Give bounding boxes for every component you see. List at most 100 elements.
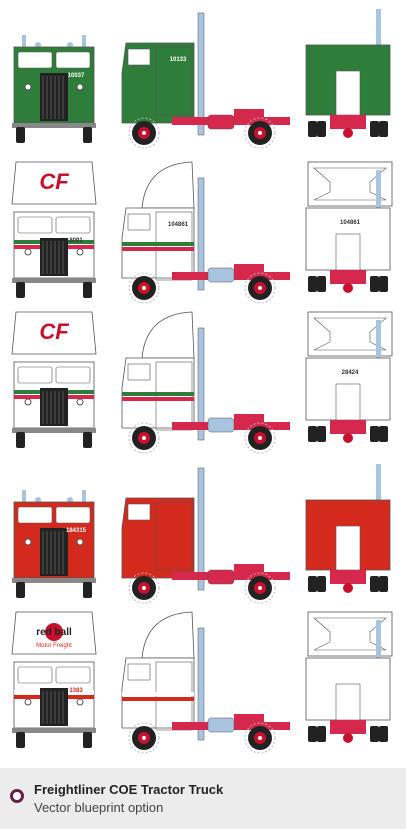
stripe-red: [122, 247, 194, 251]
grille: [40, 388, 68, 426]
bumper: [12, 278, 96, 283]
tire-front: [379, 726, 388, 742]
cab-door: [155, 46, 193, 116]
truck-row-consolidated-cab: CF 28424: [0, 310, 406, 460]
back-window: [335, 383, 361, 421]
tire-front: [308, 121, 317, 137]
side-view: 104861: [112, 160, 297, 310]
headlight-left: [24, 698, 32, 706]
wheel: [128, 422, 160, 454]
back-window: [335, 525, 361, 571]
grille: [40, 238, 68, 276]
tire-front: [83, 127, 92, 143]
front-view: CF: [4, 310, 104, 460]
horn-right: [82, 490, 86, 502]
marker-light: [35, 497, 41, 503]
back-view: [300, 5, 400, 155]
front-view: 184315: [4, 460, 104, 610]
rear-chassis: [330, 420, 366, 434]
exhaust-stack: [197, 177, 205, 291]
tire-front: [370, 121, 379, 137]
headlight-left: [24, 538, 32, 546]
back-view: 28424: [300, 310, 400, 460]
tire-front: [83, 582, 92, 598]
windshield-right: [55, 51, 91, 69]
tire-front: [379, 426, 388, 442]
tire-front: [379, 276, 388, 292]
back-window: [335, 70, 361, 116]
exhaust-stack: [197, 327, 205, 441]
tire-front: [370, 276, 379, 292]
rear-chassis: [330, 270, 366, 284]
wheel: [128, 117, 160, 149]
tire-front: [317, 276, 326, 292]
windshield-left: [17, 366, 53, 384]
truck-row-green: 10037 10133: [0, 5, 406, 155]
bumper: [12, 578, 96, 583]
unit-number-front: 10037: [68, 73, 85, 79]
fifth-wheel: [234, 264, 264, 272]
bullet-icon: [10, 789, 24, 803]
side-window: [127, 663, 151, 681]
marker-light: [35, 42, 41, 48]
marker-light: [67, 497, 73, 503]
hitch-icon: [343, 583, 353, 593]
truck-row-red-ball: 184315: [0, 460, 406, 610]
fifth-wheel: [234, 564, 264, 572]
front-view: 10037: [4, 5, 104, 155]
tire-front: [317, 426, 326, 442]
logo-cf: CF: [39, 169, 69, 194]
fuel-tank: [207, 267, 235, 283]
fuel-tank: [207, 114, 235, 130]
windshield-left: [17, 506, 53, 524]
hitch-icon: [343, 283, 353, 293]
fifth-wheel: [234, 109, 264, 117]
back-window: [335, 683, 361, 721]
side-window: [127, 363, 151, 381]
logo-text: red ball: [36, 627, 72, 638]
wheel: [244, 117, 276, 149]
stripe-green: [122, 692, 194, 696]
side-view: [112, 310, 297, 460]
wheel: [244, 722, 276, 754]
headlight-right: [76, 538, 84, 546]
tire-front: [16, 582, 25, 598]
tire-front: [16, 432, 25, 448]
tire-front: [83, 432, 92, 448]
tire-front: [379, 121, 388, 137]
roof-fairing-side: [141, 311, 195, 359]
tire-front: [16, 732, 25, 748]
headlight-right: [76, 83, 84, 91]
bumper: [12, 728, 96, 733]
caption-bar: Freightliner COE Tractor Truck Vector bl…: [0, 768, 406, 829]
tire-front: [317, 576, 326, 592]
headlight-left: [24, 248, 32, 256]
stripe-red: [122, 697, 194, 701]
tire-front: [370, 426, 379, 442]
side-window: [127, 213, 151, 231]
tire-front: [308, 726, 317, 742]
headlight-left: [24, 83, 32, 91]
roof-fairing-side: [141, 161, 195, 209]
back-view: [300, 460, 400, 610]
exhaust-stack: [197, 467, 205, 591]
side-window: [127, 503, 151, 521]
wheel: [128, 722, 160, 754]
unit-number-front: 8091: [69, 238, 83, 244]
windshield-left: [17, 216, 53, 234]
unit-number-side: 10133: [170, 57, 187, 63]
bumper: [12, 123, 96, 128]
tire-front: [16, 127, 25, 143]
fuel-tank: [207, 569, 235, 585]
tire-front: [83, 282, 92, 298]
windshield-left: [17, 666, 53, 684]
exhaust-stack: [197, 12, 205, 136]
side-window: [127, 48, 151, 66]
tire-front: [308, 426, 317, 442]
stripe-green: [122, 392, 194, 396]
fuel-tank: [207, 417, 235, 433]
horn-left: [22, 490, 26, 502]
cab-door: [155, 501, 193, 571]
side-view: 10133: [112, 5, 297, 155]
